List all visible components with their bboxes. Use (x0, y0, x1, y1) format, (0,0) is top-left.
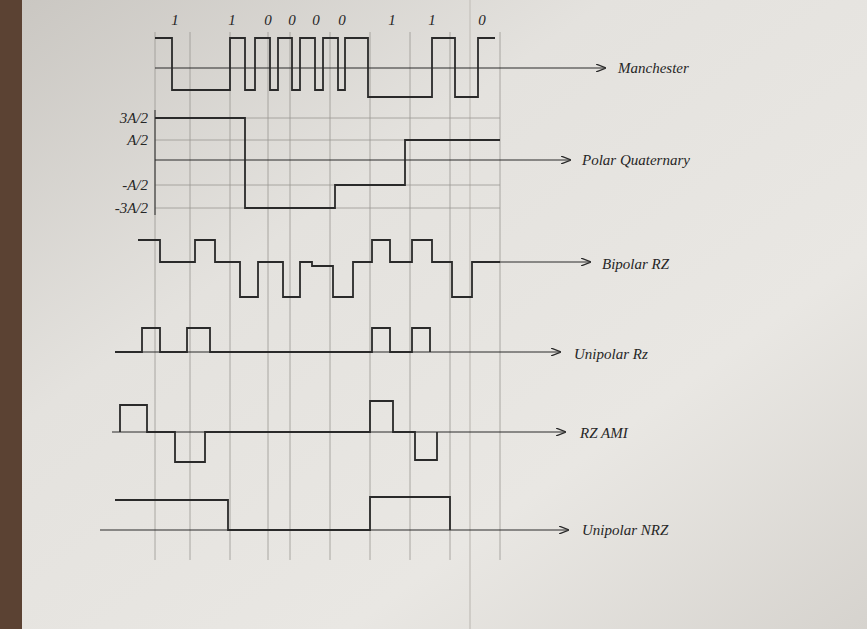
paper-fold (469, 0, 471, 629)
pencil-grid (155, 32, 500, 560)
bit-value: 0 (288, 12, 296, 29)
bit-value: 0 (338, 12, 346, 29)
waveform-name: Polar Quaternary (582, 152, 690, 169)
bit-value: 1 (228, 12, 236, 29)
table-edge (0, 0, 22, 629)
waveform-name: Bipolar RZ (602, 256, 669, 273)
bit-value: 0 (312, 12, 320, 29)
level-value: 3A/2 (120, 110, 148, 127)
waveform-name: Unipolar Rz (574, 346, 648, 363)
bit-value: 1 (388, 12, 396, 29)
level-value: -A/2 (122, 177, 148, 194)
waveforms (100, 38, 605, 530)
waveform-name: Unipolar NRZ (582, 522, 668, 539)
bit-value: 0 (264, 12, 272, 29)
bit-value: 1 (428, 12, 436, 29)
waveform-name: RZ AMI (580, 425, 628, 442)
bit-value: 1 (171, 12, 179, 29)
bit-value: 0 (478, 12, 486, 29)
level-value: -3A/2 (115, 200, 148, 217)
waveform-name: Manchester (618, 60, 689, 77)
level-value: A/2 (127, 132, 148, 149)
